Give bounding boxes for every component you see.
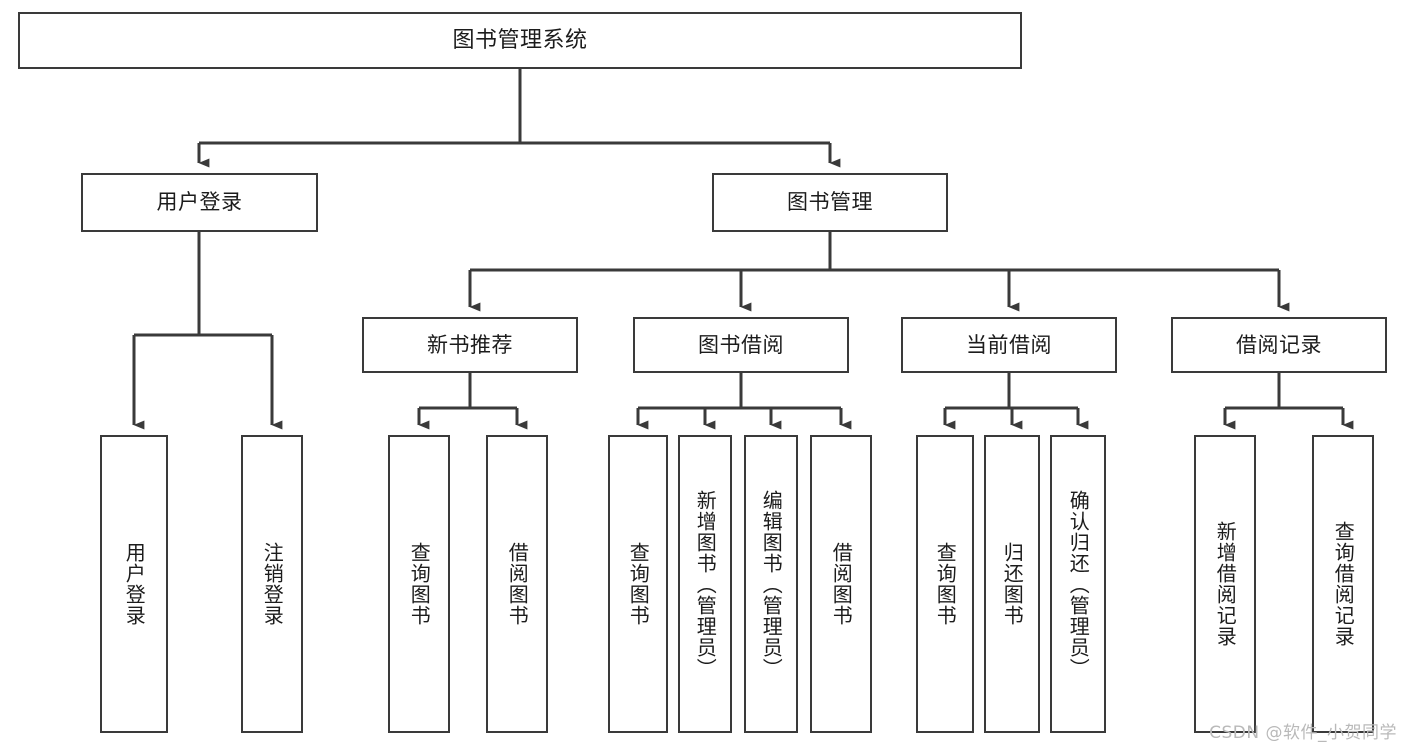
node-label-new-book-rec: 新书推荐 bbox=[427, 332, 513, 357]
node-leaf-edit-book[interactable]: 编辑图书（管理员） bbox=[744, 435, 798, 733]
node-leaf-borrow-book-2[interactable]: 借阅图书 bbox=[810, 435, 872, 733]
node-label-leaf-add-book: 新增图书（管理员） bbox=[693, 489, 718, 679]
node-label-leaf-borrow-book-2: 借阅图书 bbox=[829, 542, 854, 626]
node-leaf-user-login[interactable]: 用户登录 bbox=[100, 435, 168, 733]
node-book-manage[interactable]: 图书管理 bbox=[712, 173, 948, 232]
node-user-login[interactable]: 用户登录 bbox=[81, 173, 318, 232]
node-label-leaf-edit-book: 编辑图书（管理员） bbox=[759, 489, 784, 679]
node-label-book-borrow: 图书借阅 bbox=[698, 332, 784, 357]
node-leaf-borrow-book-1[interactable]: 借阅图书 bbox=[486, 435, 548, 733]
node-label-leaf-query-book-3: 查询图书 bbox=[933, 542, 958, 626]
node-label-leaf-borrow-book-1: 借阅图书 bbox=[505, 542, 530, 626]
node-label-root: 图书管理系统 bbox=[452, 27, 588, 53]
node-label-book-manage: 图书管理 bbox=[787, 190, 873, 215]
node-leaf-query-book-3[interactable]: 查询图书 bbox=[916, 435, 974, 733]
edge-bookborrow-to-leaves bbox=[636, 373, 852, 430]
node-label-leaf-query-book-1: 查询图书 bbox=[407, 542, 432, 626]
node-label-leaf-query-book-2: 查询图书 bbox=[626, 542, 651, 626]
edge-newbook-to-leaves bbox=[417, 373, 528, 430]
node-label-leaf-user-login: 用户登录 bbox=[122, 542, 147, 626]
node-borrow-record[interactable]: 借阅记录 bbox=[1171, 317, 1387, 373]
node-label-leaf-query-record: 查询借阅记录 bbox=[1331, 521, 1356, 647]
node-leaf-add-record[interactable]: 新增借阅记录 bbox=[1194, 435, 1256, 733]
node-book-borrow[interactable]: 图书借阅 bbox=[633, 317, 849, 373]
node-root[interactable]: 图书管理系统 bbox=[18, 12, 1022, 69]
node-current-borrow[interactable]: 当前借阅 bbox=[901, 317, 1117, 373]
node-leaf-confirm-return[interactable]: 确认归还（管理员） bbox=[1050, 435, 1106, 733]
edge-root-to-level1 bbox=[197, 69, 841, 168]
node-label-leaf-confirm-return: 确认归还（管理员） bbox=[1066, 489, 1091, 679]
node-leaf-query-book-1[interactable]: 查询图书 bbox=[388, 435, 450, 733]
node-leaf-return-book[interactable]: 归还图书 bbox=[984, 435, 1040, 733]
node-leaf-query-record[interactable]: 查询借阅记录 bbox=[1312, 435, 1374, 733]
node-label-leaf-logout: 注销登录 bbox=[260, 542, 285, 626]
node-label-leaf-add-record: 新增借阅记录 bbox=[1213, 521, 1238, 647]
node-label-user-login: 用户登录 bbox=[156, 190, 243, 215]
node-label-borrow-record: 借阅记录 bbox=[1236, 332, 1322, 357]
edge-borrowrecord-to-leaves bbox=[1223, 373, 1354, 430]
node-new-book-rec[interactable]: 新书推荐 bbox=[362, 317, 578, 373]
node-label-leaf-return-book: 归还图书 bbox=[1000, 542, 1025, 626]
edge-bookmanage-to-level2 bbox=[468, 232, 1290, 312]
node-leaf-logout[interactable]: 注销登录 bbox=[241, 435, 303, 733]
node-leaf-add-book[interactable]: 新增图书（管理员） bbox=[678, 435, 732, 733]
node-leaf-query-book-2[interactable]: 查询图书 bbox=[608, 435, 668, 733]
edge-currentborrow-to-leaves bbox=[943, 373, 1089, 430]
node-label-current-borrow: 当前借阅 bbox=[966, 332, 1052, 357]
edge-userlogin-to-leaves bbox=[132, 232, 283, 430]
